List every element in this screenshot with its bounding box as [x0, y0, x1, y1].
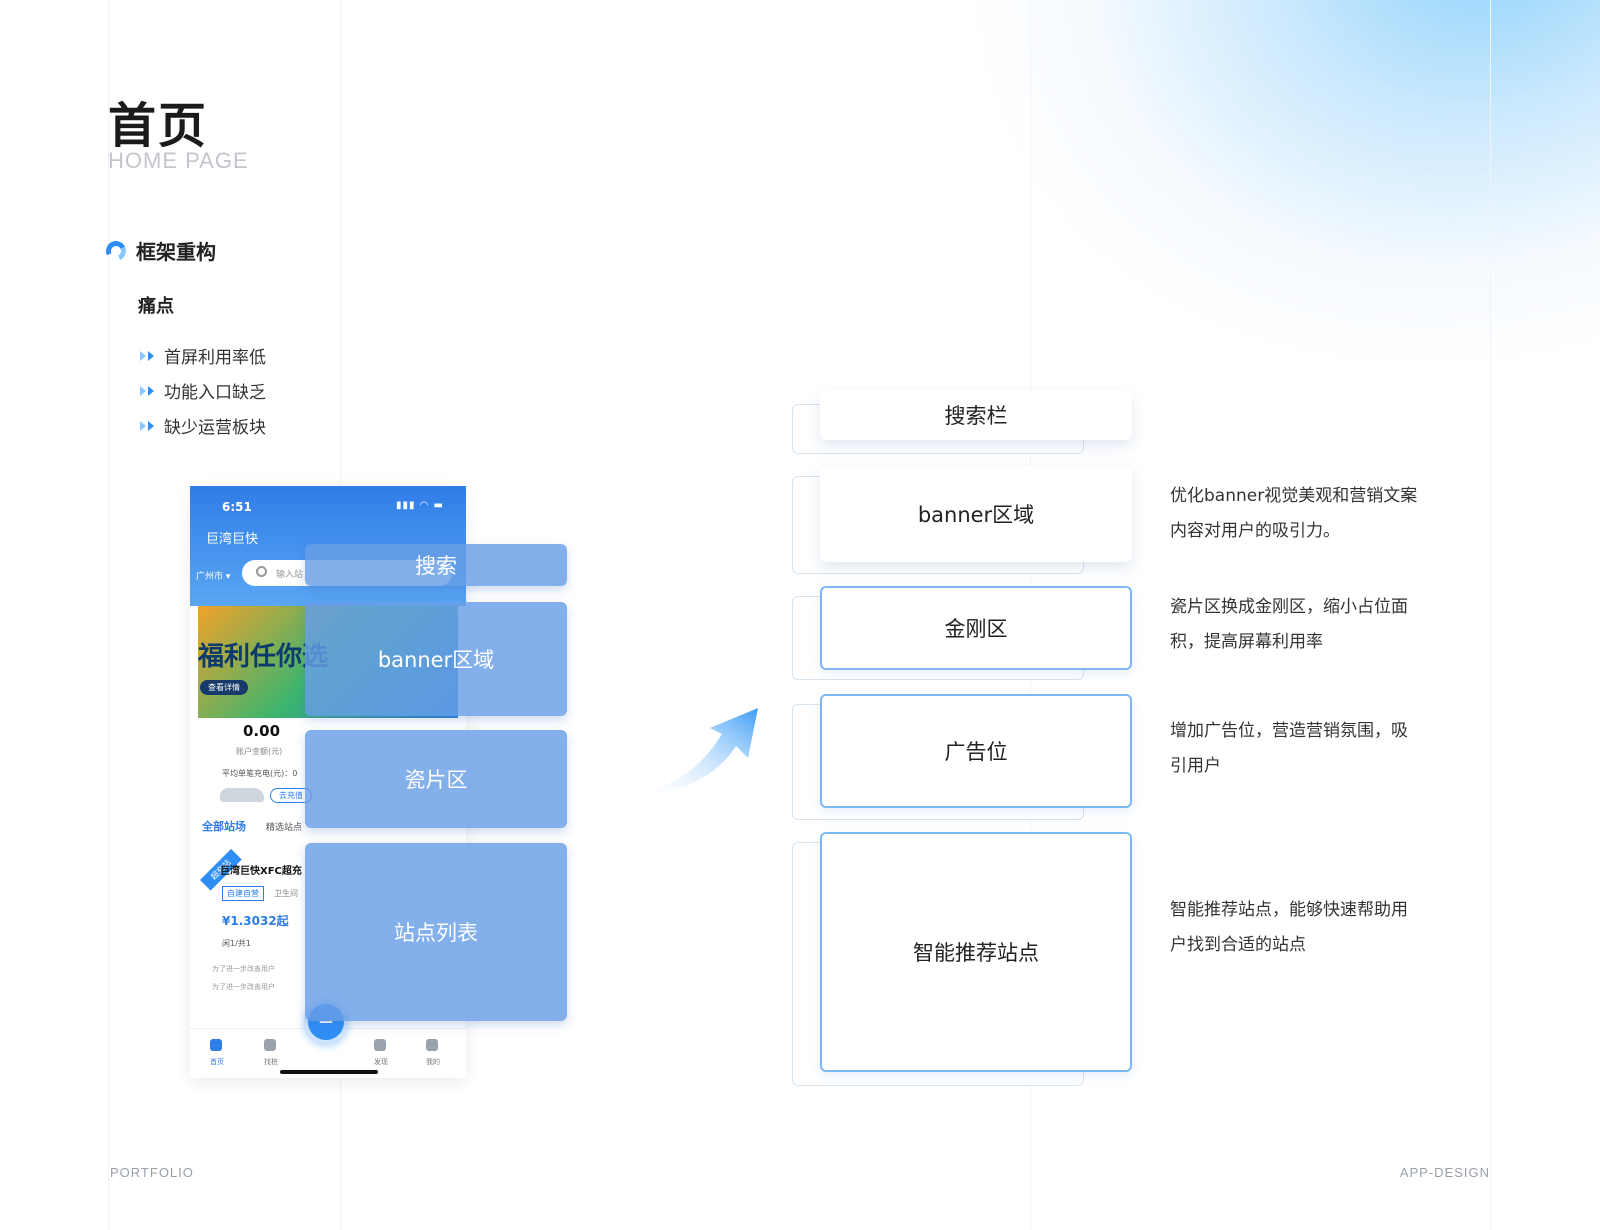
- nav-discover[interactable]: 发现: [374, 1058, 388, 1066]
- grid-line: [108, 0, 109, 1230]
- search-icon: [256, 566, 267, 577]
- pain-point-text: 首屏利用率低: [164, 348, 266, 368]
- city-selector[interactable]: 广州市 ▾: [196, 572, 231, 582]
- account-amount-label: 账户金额(元): [236, 747, 283, 756]
- structure-box-kingkong: 金刚区: [820, 586, 1132, 670]
- overlay-banner: banner区域: [305, 602, 567, 716]
- banner-button[interactable]: 查看详情: [200, 680, 248, 695]
- recharge-button[interactable]: 去充值: [270, 788, 312, 803]
- station-idle: 闲1/共1: [222, 939, 251, 948]
- user-icon: [426, 1039, 438, 1051]
- compass-icon: [374, 1039, 386, 1051]
- search-placeholder: 输入站: [276, 570, 304, 580]
- structure-box-recommend: 智能推荐站点: [820, 832, 1132, 1072]
- description-ad: 增加广告位，营造营销氛围，吸引用户: [1170, 721, 1408, 776]
- arrow-right-up-icon: [630, 708, 758, 796]
- station-name[interactable]: 巨湾巨快XFC超充: [220, 866, 302, 877]
- tag-self-operated: 自建自营: [222, 886, 264, 901]
- description-banner: 优化banner视觉美观和营销文案内容对用户的吸引力。: [1170, 486, 1418, 541]
- home-indicator: [280, 1070, 378, 1074]
- pain-point-text: 功能入口缺乏: [164, 383, 266, 403]
- grid-line: [1490, 0, 1491, 1230]
- description-kingkong: 瓷片区换成金刚区，缩小占位面积，提高屏幕利用率: [1170, 597, 1408, 652]
- ring-icon: [103, 237, 129, 264]
- notice-text: 为了进一步改善用户: [212, 965, 275, 973]
- overlay-station-list: 站点列表: [305, 843, 567, 1021]
- page-title: 首页: [108, 98, 209, 154]
- pain-point-text: 缺少运营板块: [164, 418, 266, 438]
- structure-box-search: 搜索栏: [820, 390, 1132, 440]
- pain-points-title: 痛点: [138, 296, 174, 317]
- bottom-nav: 首页 找桩 发现 我的: [190, 1028, 466, 1078]
- double-arrow-icon: [140, 350, 160, 361]
- nav-find-charger[interactable]: 找桩: [264, 1058, 278, 1066]
- overlay-tiles: 瓷片区: [305, 730, 567, 828]
- list-item: 功能入口缺乏: [140, 373, 266, 408]
- structure-box-ad: 广告位: [820, 694, 1132, 808]
- station-price: ¥1.3032起: [222, 914, 289, 928]
- nav-home[interactable]: 首页: [210, 1058, 224, 1066]
- double-arrow-icon: [140, 385, 160, 396]
- overlay-search: 搜索: [305, 544, 567, 586]
- section-title: 框架重构: [136, 240, 216, 264]
- notice-text: 为了进一步改善用户: [212, 983, 275, 991]
- page-subtitle: HOME PAGE: [108, 148, 249, 173]
- avg-charge-label: 平均单笔充电(元)：0: [222, 769, 298, 778]
- structure-box-banner: banner区域: [820, 466, 1132, 562]
- status-icons: ▮▮▮ ◠ ▬: [395, 500, 444, 511]
- home-icon: [210, 1039, 222, 1051]
- charger-icon: [264, 1039, 276, 1051]
- nav-mine[interactable]: 我的: [426, 1058, 440, 1066]
- app-name: 巨湾巨快: [206, 532, 259, 547]
- list-item: 首屏利用率低: [140, 338, 266, 373]
- description-recommend: 智能推荐站点，能够快速帮助用户找到合适的站点: [1170, 900, 1408, 955]
- pain-points-list: 首屏利用率低 功能入口缺乏 缺少运营板块: [140, 338, 266, 443]
- tab-all-stations[interactable]: 全部站场: [202, 820, 246, 833]
- account-amount: 0.00: [243, 722, 281, 740]
- double-arrow-icon: [140, 420, 160, 431]
- section-header: 框架重构: [103, 236, 216, 265]
- list-item: 缺少运营板块: [140, 408, 266, 443]
- tag-restroom: 卫生间: [274, 889, 298, 898]
- footer-app-design: APP-DESIGN: [1399, 1165, 1490, 1180]
- car-icon: [220, 788, 264, 802]
- footer-portfolio: PORTFOLIO: [110, 1165, 194, 1180]
- tab-selected-stations[interactable]: 精选站点: [266, 823, 303, 833]
- status-time: 6:51: [222, 500, 252, 514]
